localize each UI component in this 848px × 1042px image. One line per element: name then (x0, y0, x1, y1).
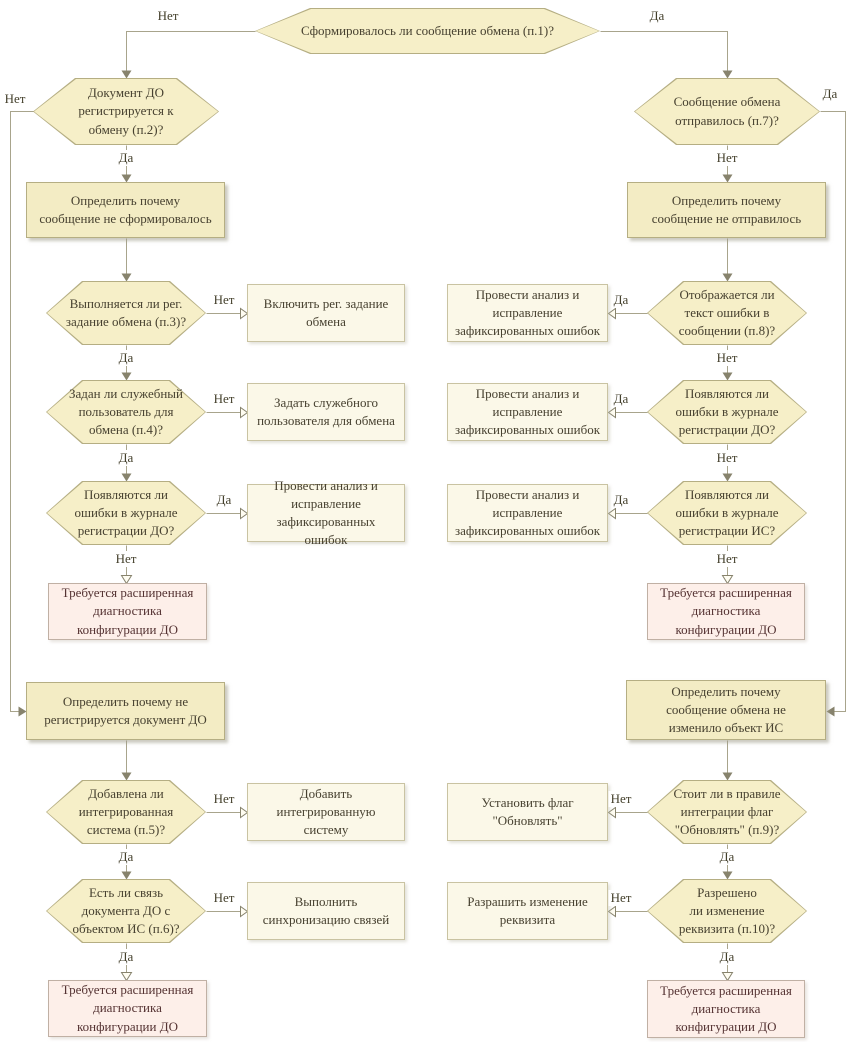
terminal-diagnostics-right-bottom: Требуется расширенная диагностика конфиг… (647, 980, 805, 1038)
edge-label-no: Нет (2, 91, 28, 107)
edge-label-yes: Да (116, 450, 136, 466)
arrowhead (240, 905, 249, 918)
edge-label-yes: Да (116, 350, 136, 366)
arrowhead (240, 307, 249, 320)
process-why-not-formed: Определить почему сообщение не сформиров… (26, 182, 225, 238)
edge-label-no: Нет (211, 391, 237, 407)
action-set-update-flag: Установить флаг "Обновлять" (447, 783, 608, 841)
edge-label-yes: Да (647, 8, 667, 24)
arrowhead (121, 772, 132, 781)
arrowhead (120, 575, 133, 585)
action-enable-reg-task: Включить рег. задание обмена (247, 284, 405, 342)
arrowhead (240, 406, 249, 419)
decision-service-user: Задан ли служебный пользователь для обме… (46, 380, 206, 444)
decision-doc-registered: Документ ДО регистрируется к обмену (п.2… (33, 78, 219, 145)
edge-p2-no-feedback (10, 111, 34, 712)
action-allow-attr-change: Разрашить изменение реквизита (447, 882, 608, 940)
arrowhead (121, 273, 132, 282)
arrowhead (722, 174, 733, 183)
terminal-diagnostics-left-bottom: Требуется расширенная диагностика конфиг… (48, 980, 207, 1037)
edge-label-yes: Да (611, 292, 631, 308)
process-why-not-registered: Определить почему не регистрируется доку… (26, 682, 225, 740)
arrowhead (120, 972, 133, 982)
edge-label-no: Нет (608, 890, 634, 906)
arrowhead (721, 972, 734, 982)
edge-label-yes: Да (611, 391, 631, 407)
arrowhead (722, 372, 733, 381)
arrowhead (722, 871, 733, 880)
edge-label-yes: Да (717, 949, 737, 965)
arrowhead (18, 706, 27, 717)
arrowhead (607, 905, 616, 918)
terminal-diagnostics-right-top: Требуется расширенная диагностика конфиг… (647, 583, 805, 640)
edge-label-no: Нет (714, 150, 740, 166)
arrowhead (121, 372, 132, 381)
arrowhead (607, 806, 616, 819)
edge-label-no: Нет (608, 791, 634, 807)
action-add-integrated-system: Добавить интегрированную систему (247, 783, 405, 841)
arrowhead (722, 70, 733, 79)
action-sync-links: Выполнить синхронизацию связей (247, 882, 405, 940)
arrowhead (722, 473, 733, 482)
arrowhead (721, 575, 734, 585)
decision-error-text-shown: Отображается ли текст ошибки в сообщении… (647, 281, 807, 345)
decision-reg-task: Выполняется ли рег. задание обмена (п.3)… (46, 281, 206, 345)
edge-label-no: Нет (714, 551, 740, 567)
decision-doc-link: Есть ли связь документа ДО с объектом ИС… (46, 879, 206, 943)
edge-label-no: Нет (714, 350, 740, 366)
decision-message-sent: Сообщение обмена отправилось (п.7)? (634, 78, 820, 145)
arrowhead (607, 507, 616, 520)
arrowhead (121, 871, 132, 880)
edge-start-yes (600, 31, 728, 71)
edge-label-no: Нет (211, 292, 237, 308)
edge-label-yes: Да (214, 492, 234, 508)
process-why-not-sent: Определить почему сообщение не отправило… (627, 182, 826, 238)
action-fix-errors-right-2: Провести анализ и исправление зафиксиров… (447, 383, 608, 441)
edge-label-yes: Да (116, 949, 136, 965)
action-fix-errors-right-1: Провести анализ и исправление зафиксиров… (447, 284, 608, 342)
edge-label-no: Нет (113, 551, 139, 567)
action-fix-errors-right-3: Провести анализ и исправление зафиксиров… (447, 484, 608, 542)
decision-message-formed: Сформировалось ли сообщение обмена (п.1)… (255, 8, 600, 54)
decision-errors-journal-is: Появляются ли ошибки в журнале регистрац… (647, 481, 807, 545)
arrowhead (826, 706, 835, 717)
arrowhead (722, 772, 733, 781)
edge-label-yes: Да (611, 492, 631, 508)
edge-label-no: Нет (714, 450, 740, 466)
decision-update-flag: Стоит ли в правиле интеграции флаг "Обно… (647, 780, 807, 844)
arrowhead (607, 307, 616, 320)
edge-label-no: Нет (211, 890, 237, 906)
arrowhead (240, 507, 249, 520)
action-set-service-user: Задать служебного пользователя для обмен… (247, 383, 405, 441)
arrowhead (121, 473, 132, 482)
decision-errors-journal-do-right: Появляются ли ошибки в журнале регистрац… (647, 380, 807, 444)
edge-label-yes: Да (116, 150, 136, 166)
arrowhead (607, 406, 616, 419)
edge-label-no: Нет (211, 791, 237, 807)
terminal-diagnostics-left-top: Требуется расширенная диагностика конфиг… (48, 583, 207, 640)
arrowhead (722, 273, 733, 282)
edge-label-no: Нет (155, 8, 181, 24)
decision-integrated-system: Добавлена ли интегрированная система (п.… (46, 780, 206, 844)
arrowhead (121, 70, 132, 79)
arrowhead (240, 806, 249, 819)
action-fix-errors-left: Провести анализ и исправление зафиксиров… (247, 478, 405, 547)
edge-start-no (126, 31, 256, 71)
edge-p7-yes-feedback (820, 111, 846, 712)
edge-label-yes: Да (116, 849, 136, 865)
edge-label-yes: Да (717, 849, 737, 865)
decision-errors-journal-do-left: Появляются ли ошибки в журнале регистрац… (46, 481, 206, 545)
process-why-not-changed: Определить почему сообщение обмена не из… (626, 680, 826, 740)
decision-attr-change-allowed: Разрешено ли изменение реквизита (п.10)? (647, 879, 807, 943)
arrowhead (121, 174, 132, 183)
edge-label-yes: Да (820, 86, 840, 102)
